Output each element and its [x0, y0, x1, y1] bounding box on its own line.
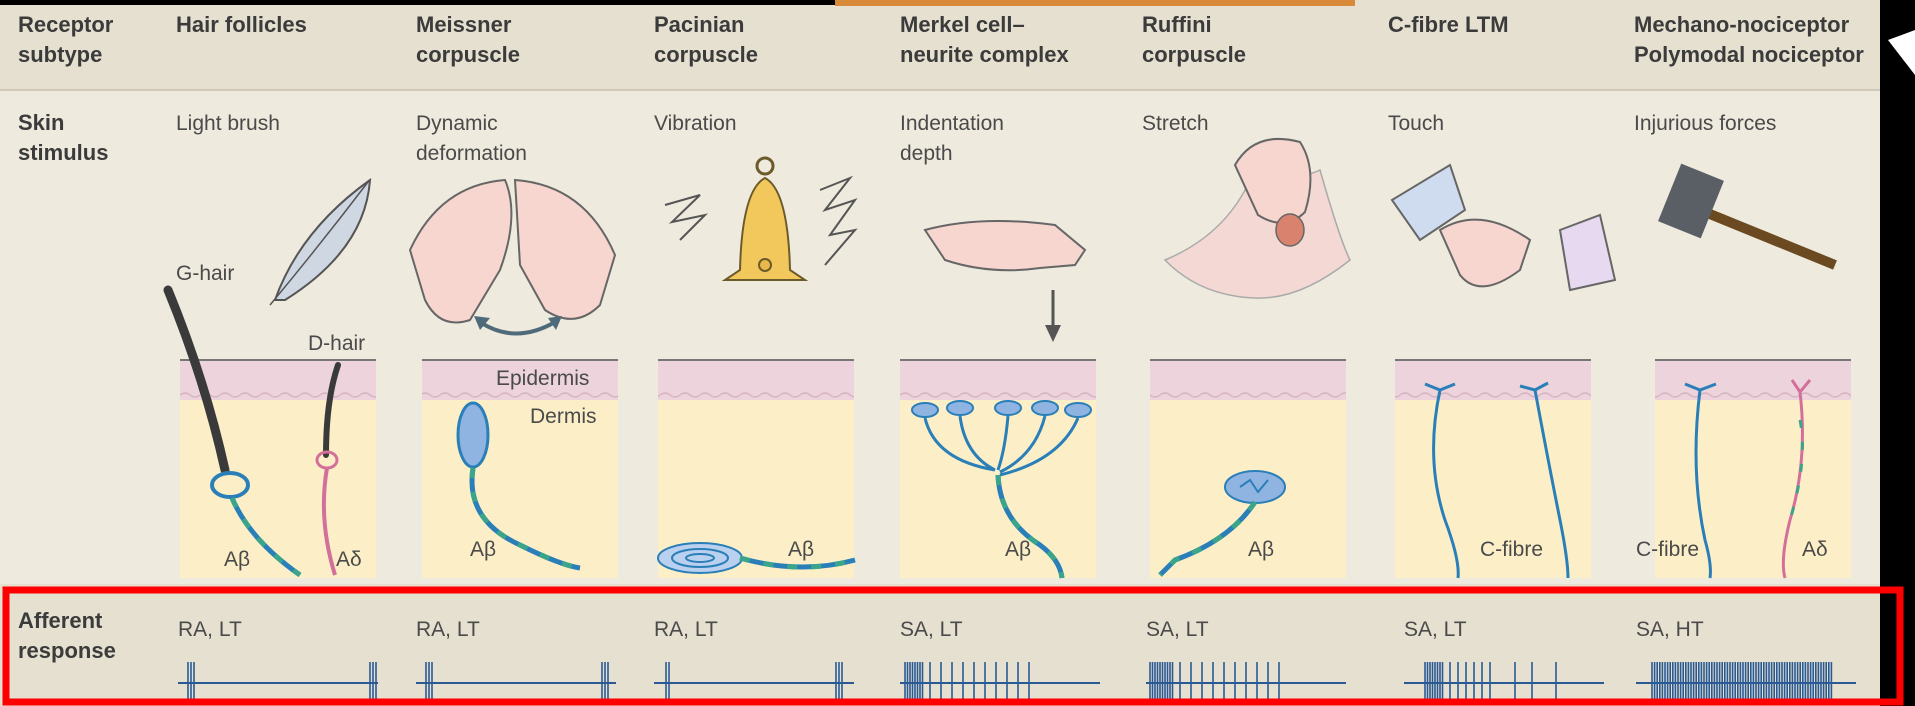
svg-text:Aβ: Aβ: [470, 538, 496, 561]
svg-text:Aβ: Aβ: [1005, 538, 1031, 561]
svg-text:subtype: subtype: [18, 42, 102, 67]
svg-text:corpuscle: corpuscle: [654, 42, 758, 67]
svg-text:corpuscle: corpuscle: [1142, 42, 1246, 67]
stimulus-vibration: Vibration: [654, 112, 737, 135]
response-merkel: SA, LT: [900, 618, 963, 641]
stimulus-stretch: Stretch: [1142, 112, 1209, 135]
svg-text:corpuscle: corpuscle: [416, 42, 520, 67]
skin-stimulus-label: Skin: [18, 110, 64, 135]
stimulus-dynamic-deformation: Dynamic: [416, 112, 498, 135]
header-hair-follicles: Hair follicles: [176, 12, 307, 37]
response-pacinian: RA, LT: [654, 618, 718, 641]
response-ruffini: SA, LT: [1146, 618, 1209, 641]
afferent-band: [0, 584, 1880, 706]
g-hair-label: G-hair: [176, 262, 234, 285]
receptor-subtype-label: Receptor: [18, 12, 114, 37]
stimulus-indentation: Indentation: [900, 112, 1004, 135]
dermis-label: Dermis: [530, 405, 597, 428]
d-hair-label: D-hair: [308, 332, 365, 355]
svg-text:Polymodal nociceptor: Polymodal nociceptor: [1634, 42, 1864, 67]
response-cfibre: SA, LT: [1404, 618, 1467, 641]
afferent-response-label: Afferent: [18, 608, 103, 633]
svg-text:Aβ: Aβ: [788, 538, 814, 561]
header-nociceptor: Mechano-nociceptor: [1634, 12, 1850, 37]
svg-text:Aβ: Aβ: [224, 548, 250, 571]
stimulus-injurious-forces: Injurious forces: [1634, 112, 1776, 135]
header-meissner: Meissner: [416, 12, 512, 37]
header-ruffini: Ruffini: [1142, 12, 1212, 37]
svg-text:stimulus: stimulus: [18, 140, 108, 165]
header-pacinian: Pacinian: [654, 12, 744, 37]
svg-text:response: response: [18, 638, 116, 663]
svg-text:depth: depth: [900, 142, 953, 165]
stimulus-light-brush: Light brush: [176, 112, 280, 135]
header-merkel: Merkel cell–: [900, 12, 1025, 37]
epidermis-label: Epidermis: [496, 367, 589, 390]
skin-section-hair: [180, 360, 376, 578]
svg-text:Aδ: Aδ: [1802, 538, 1828, 561]
response-hair: RA, LT: [178, 618, 242, 641]
svg-text:C-fibre: C-fibre: [1480, 538, 1543, 561]
svg-text:Aδ: Aδ: [336, 548, 362, 571]
response-nociceptor: SA, HT: [1636, 618, 1704, 641]
header-cfibre-ltm: C-fibre LTM: [1388, 12, 1509, 37]
svg-text:Aβ: Aβ: [1248, 538, 1274, 561]
svg-text:neurite complex: neurite complex: [900, 42, 1069, 67]
response-meissner: RA, LT: [416, 618, 480, 641]
stimulus-touch: Touch: [1388, 112, 1444, 135]
svg-text:C-fibre: C-fibre: [1636, 538, 1699, 561]
svg-text:deformation: deformation: [416, 142, 527, 165]
